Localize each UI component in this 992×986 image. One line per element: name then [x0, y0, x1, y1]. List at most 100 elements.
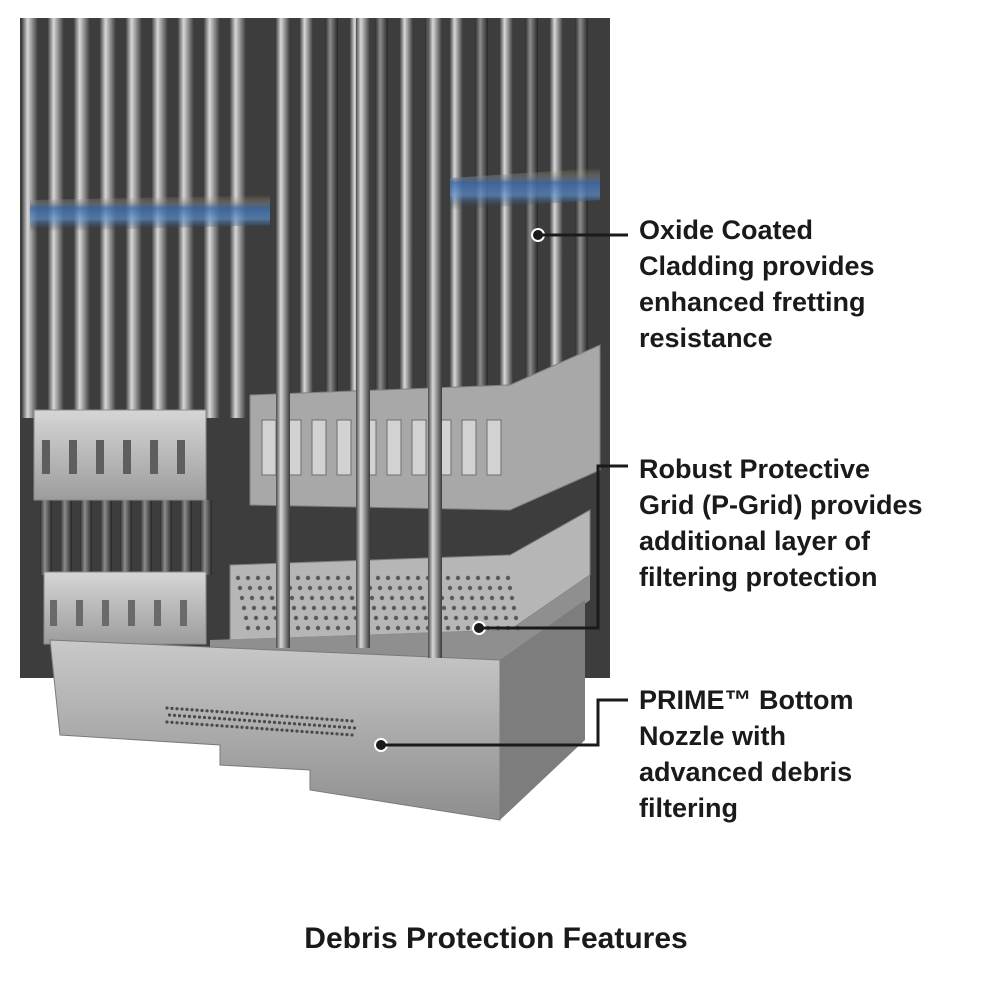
grid-perforation [325, 575, 331, 581]
grid-cell [486, 419, 502, 476]
grid-perforation [369, 595, 375, 601]
nozzle-flow-hole [192, 715, 197, 719]
fuel-rod [140, 500, 152, 575]
nozzle-flow-hole [312, 723, 317, 727]
nozzle-flow-hole [270, 727, 274, 731]
nozzle-flow-hole [202, 715, 207, 720]
grid-perforation [261, 605, 267, 611]
nozzle-flow-hole [205, 723, 209, 727]
grid-slot [177, 440, 185, 474]
grid-perforation [289, 595, 295, 601]
grid-perforation [471, 605, 477, 611]
grid-perforation [507, 585, 513, 591]
grid-perforation [347, 585, 353, 591]
grid-perforation [461, 605, 467, 611]
grid-perforation [423, 615, 429, 621]
nozzle-flow-hole [270, 713, 274, 717]
grid-perforation [387, 585, 393, 591]
grid-cell [461, 419, 477, 476]
grid-perforation [411, 605, 417, 611]
fuel-rod [400, 18, 413, 398]
nozzle-flow-hole [280, 728, 284, 732]
grid-perforation [373, 615, 379, 621]
callout-line: Cladding provides [639, 251, 875, 281]
nozzle-flow-hole [347, 726, 352, 730]
grid-cell [386, 419, 402, 476]
grid-perforation [393, 615, 399, 621]
grid-perforation [351, 605, 357, 611]
grid-perforation [403, 615, 409, 621]
grid-perforation [475, 575, 481, 581]
callout-line: Robust Protective [639, 454, 871, 484]
grid-perforation [495, 575, 501, 581]
nozzle-flow-hole [165, 720, 169, 724]
grid-perforation [303, 615, 309, 621]
grid-perforation [401, 605, 407, 611]
grid-slot [154, 600, 161, 626]
nozzle-flow-hole [167, 713, 172, 717]
nozzle-flow-hole [227, 717, 232, 721]
grid-perforation [331, 605, 337, 611]
nozzle-flow-hole [315, 730, 319, 735]
nozzle-flow-hole [225, 710, 229, 714]
grid-perforation [333, 615, 339, 621]
grid-cell [411, 419, 427, 476]
nozzle-flow-hole [175, 707, 179, 711]
nozzle-flow-hole [235, 725, 239, 729]
grid-perforation [477, 585, 483, 591]
grid-perforation [415, 625, 421, 631]
grid-perforation [469, 595, 475, 601]
grid-perforation [383, 615, 389, 621]
fuel-rod [100, 500, 112, 575]
nozzle-flow-hole [210, 709, 214, 713]
grid-perforation [377, 585, 383, 591]
nozzle-flow-hole [337, 725, 342, 729]
callout-protective-grid: Robust Protective Grid (P-Grid) provides… [639, 451, 923, 595]
grid-perforation [445, 575, 451, 581]
nozzle-flow-hole [277, 721, 282, 725]
spacer-grid-lower-left [43, 571, 207, 645]
callout-line: Oxide Coated [639, 215, 814, 245]
grid-perforation [381, 605, 387, 611]
nozzle-flow-hole [225, 724, 229, 728]
grid-perforation [511, 605, 517, 611]
nozzle-flow-hole [215, 709, 219, 714]
grid-perforation [407, 585, 413, 591]
grid-perforation [493, 615, 499, 621]
nozzle-flow-hole [290, 729, 294, 733]
nozzle-flow-hole [330, 717, 334, 722]
nozzle-flow-hole [172, 713, 177, 717]
grid-perforation [491, 605, 497, 611]
grid-perforation [327, 585, 333, 591]
grid-perforation [463, 615, 469, 621]
grid-perforation [479, 595, 485, 601]
grid-slot [96, 440, 104, 474]
nozzle-flow-hole [232, 717, 237, 722]
nozzle-flow-hole [325, 717, 329, 721]
grid-perforation [235, 575, 241, 581]
nozzle-flow-hole [295, 729, 299, 733]
nozzle-flow-hole [255, 712, 259, 716]
nozzle-flow-hole [247, 719, 252, 723]
grid-perforation [259, 595, 265, 601]
fuel-rod [40, 500, 52, 575]
grid-perforation [509, 595, 515, 601]
nozzle-flow-hole [335, 718, 339, 722]
nozzle-flow-hole [250, 712, 254, 716]
grid-perforation [313, 615, 319, 621]
grid-perforation [441, 605, 447, 611]
nozzle-flow-hole [262, 720, 267, 724]
grid-perforation [421, 605, 427, 611]
grid-perforation [455, 575, 461, 581]
grid-perforation [395, 575, 401, 581]
grid-perforation [449, 595, 455, 601]
grid-perforation [267, 585, 273, 591]
grid-perforation [243, 615, 249, 621]
nozzle-flow-hole [260, 713, 264, 717]
grid-perforation [317, 585, 323, 591]
nozzle-flow-hole [220, 724, 224, 728]
nozzle-flow-hole [200, 708, 204, 713]
nozzle-flow-hole [200, 722, 204, 727]
grid-perforation [345, 625, 351, 631]
oxide-coating-band [30, 168, 600, 232]
